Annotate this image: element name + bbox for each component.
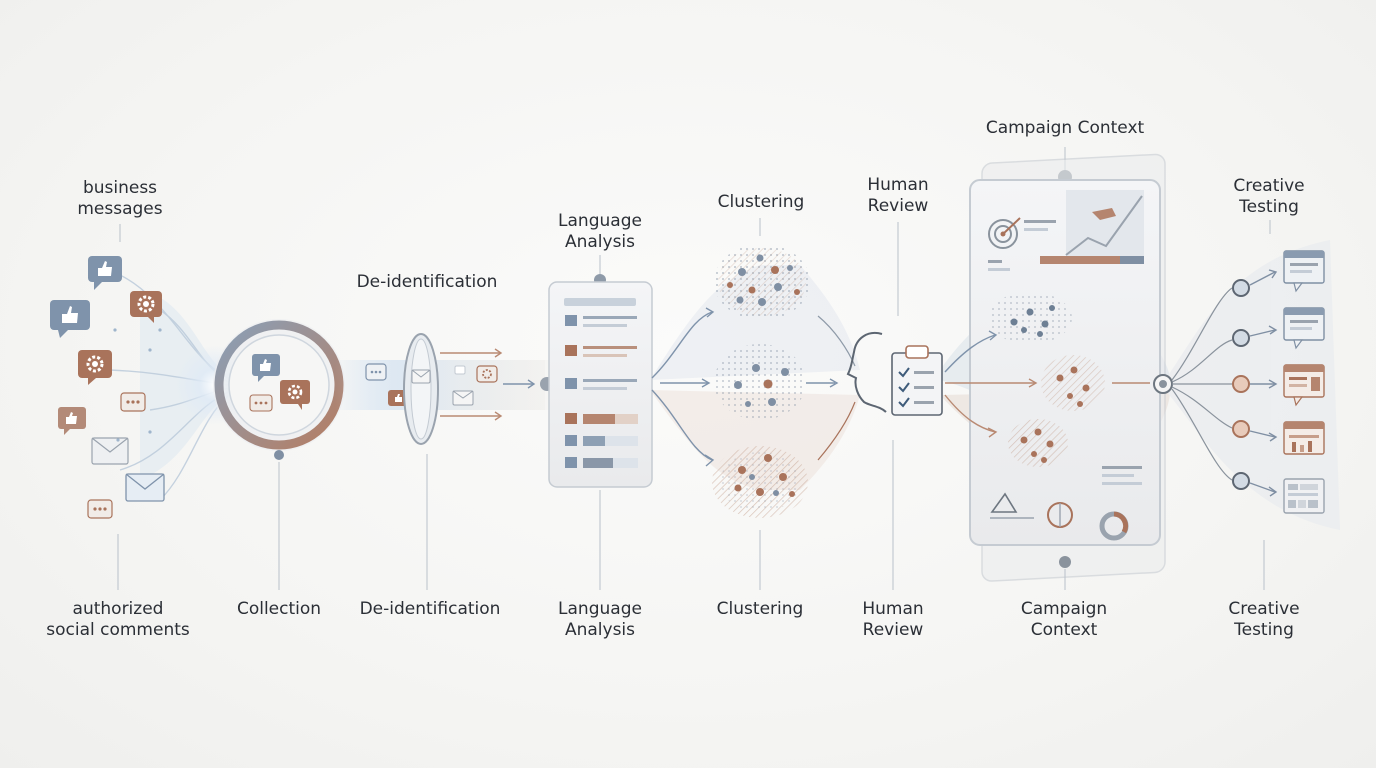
- label-line: Campaign: [1020, 599, 1108, 619]
- label-line: Review: [862, 620, 924, 640]
- label-line: De-identification: [356, 272, 498, 292]
- label-line: Human: [867, 175, 929, 195]
- label-bottom-collection: Collection: [237, 599, 321, 620]
- label-line: Analysis: [564, 232, 636, 252]
- chat-bubble-icon: [120, 392, 146, 412]
- label-line: Review: [867, 196, 929, 216]
- gear-bubble-icon: [130, 291, 162, 323]
- collection-ring-icon: [213, 319, 345, 590]
- label-top-human-review: Human Review: [867, 175, 928, 217]
- gear-bubble-icon: [78, 350, 112, 385]
- thumbs-up-bubble-icon: [50, 300, 90, 338]
- label-line: Analysis: [564, 620, 636, 640]
- label-line: Clustering: [717, 192, 805, 212]
- envelope-icon: [91, 437, 129, 465]
- dashboard-panel-icon: [944, 147, 1166, 590]
- envelope-icon: [125, 473, 165, 502]
- document-panel-icon: [548, 255, 653, 590]
- cluster-cloud-icon: [651, 218, 856, 590]
- label-top-sources: business messages: [77, 178, 162, 220]
- source-icons: [50, 256, 165, 519]
- label-line: messages: [77, 199, 163, 219]
- label-top-campaign-context: Campaign Context: [986, 118, 1144, 139]
- label-line: social comments: [46, 620, 190, 640]
- thumbs-up-bubble-icon: [58, 407, 86, 435]
- label-top-deidentification: De-identification: [357, 272, 498, 293]
- label-line: Human: [862, 599, 924, 619]
- label-top-clustering: Clustering: [718, 192, 805, 213]
- label-line: business: [82, 178, 158, 198]
- label-line: Context: [1030, 620, 1098, 640]
- thumbs-up-bubble-icon: [88, 256, 122, 290]
- chat-bubble-icon: [87, 499, 113, 519]
- label-bottom-sources: authorized social comments: [46, 599, 190, 641]
- label-line: Language: [558, 599, 642, 619]
- label-bottom-campaign-context: Campaign Context: [1021, 599, 1107, 641]
- creative-nodes: [1232, 279, 1250, 490]
- label-line: De-identification: [359, 599, 501, 619]
- lens-filter-icon: [335, 333, 554, 590]
- label-line: Testing: [1234, 620, 1294, 640]
- human-head-clipboard-icon: [846, 222, 943, 590]
- label-line: Language: [558, 211, 642, 231]
- creative-card-icon: [1153, 220, 1325, 590]
- label-bottom-human-review: Human Review: [862, 599, 923, 641]
- label-line: Creative: [1233, 176, 1305, 196]
- label-line: authorized: [72, 599, 164, 619]
- label-line: Campaign Context: [985, 118, 1145, 138]
- label-bottom-creative-testing: Creative Testing: [1228, 599, 1299, 641]
- label-line: Clustering: [716, 599, 804, 619]
- label-bottom-language-analysis: Language Analysis: [558, 599, 642, 641]
- label-bottom-clustering: Clustering: [717, 599, 804, 620]
- label-bottom-deidentification: De-identification: [360, 599, 501, 620]
- label-line: Testing: [1239, 197, 1299, 217]
- label-line: Collection: [236, 599, 322, 619]
- label-top-language-analysis: Language Analysis: [558, 211, 642, 253]
- label-line: Creative: [1228, 599, 1300, 619]
- label-top-creative-testing: Creative Testing: [1233, 176, 1304, 218]
